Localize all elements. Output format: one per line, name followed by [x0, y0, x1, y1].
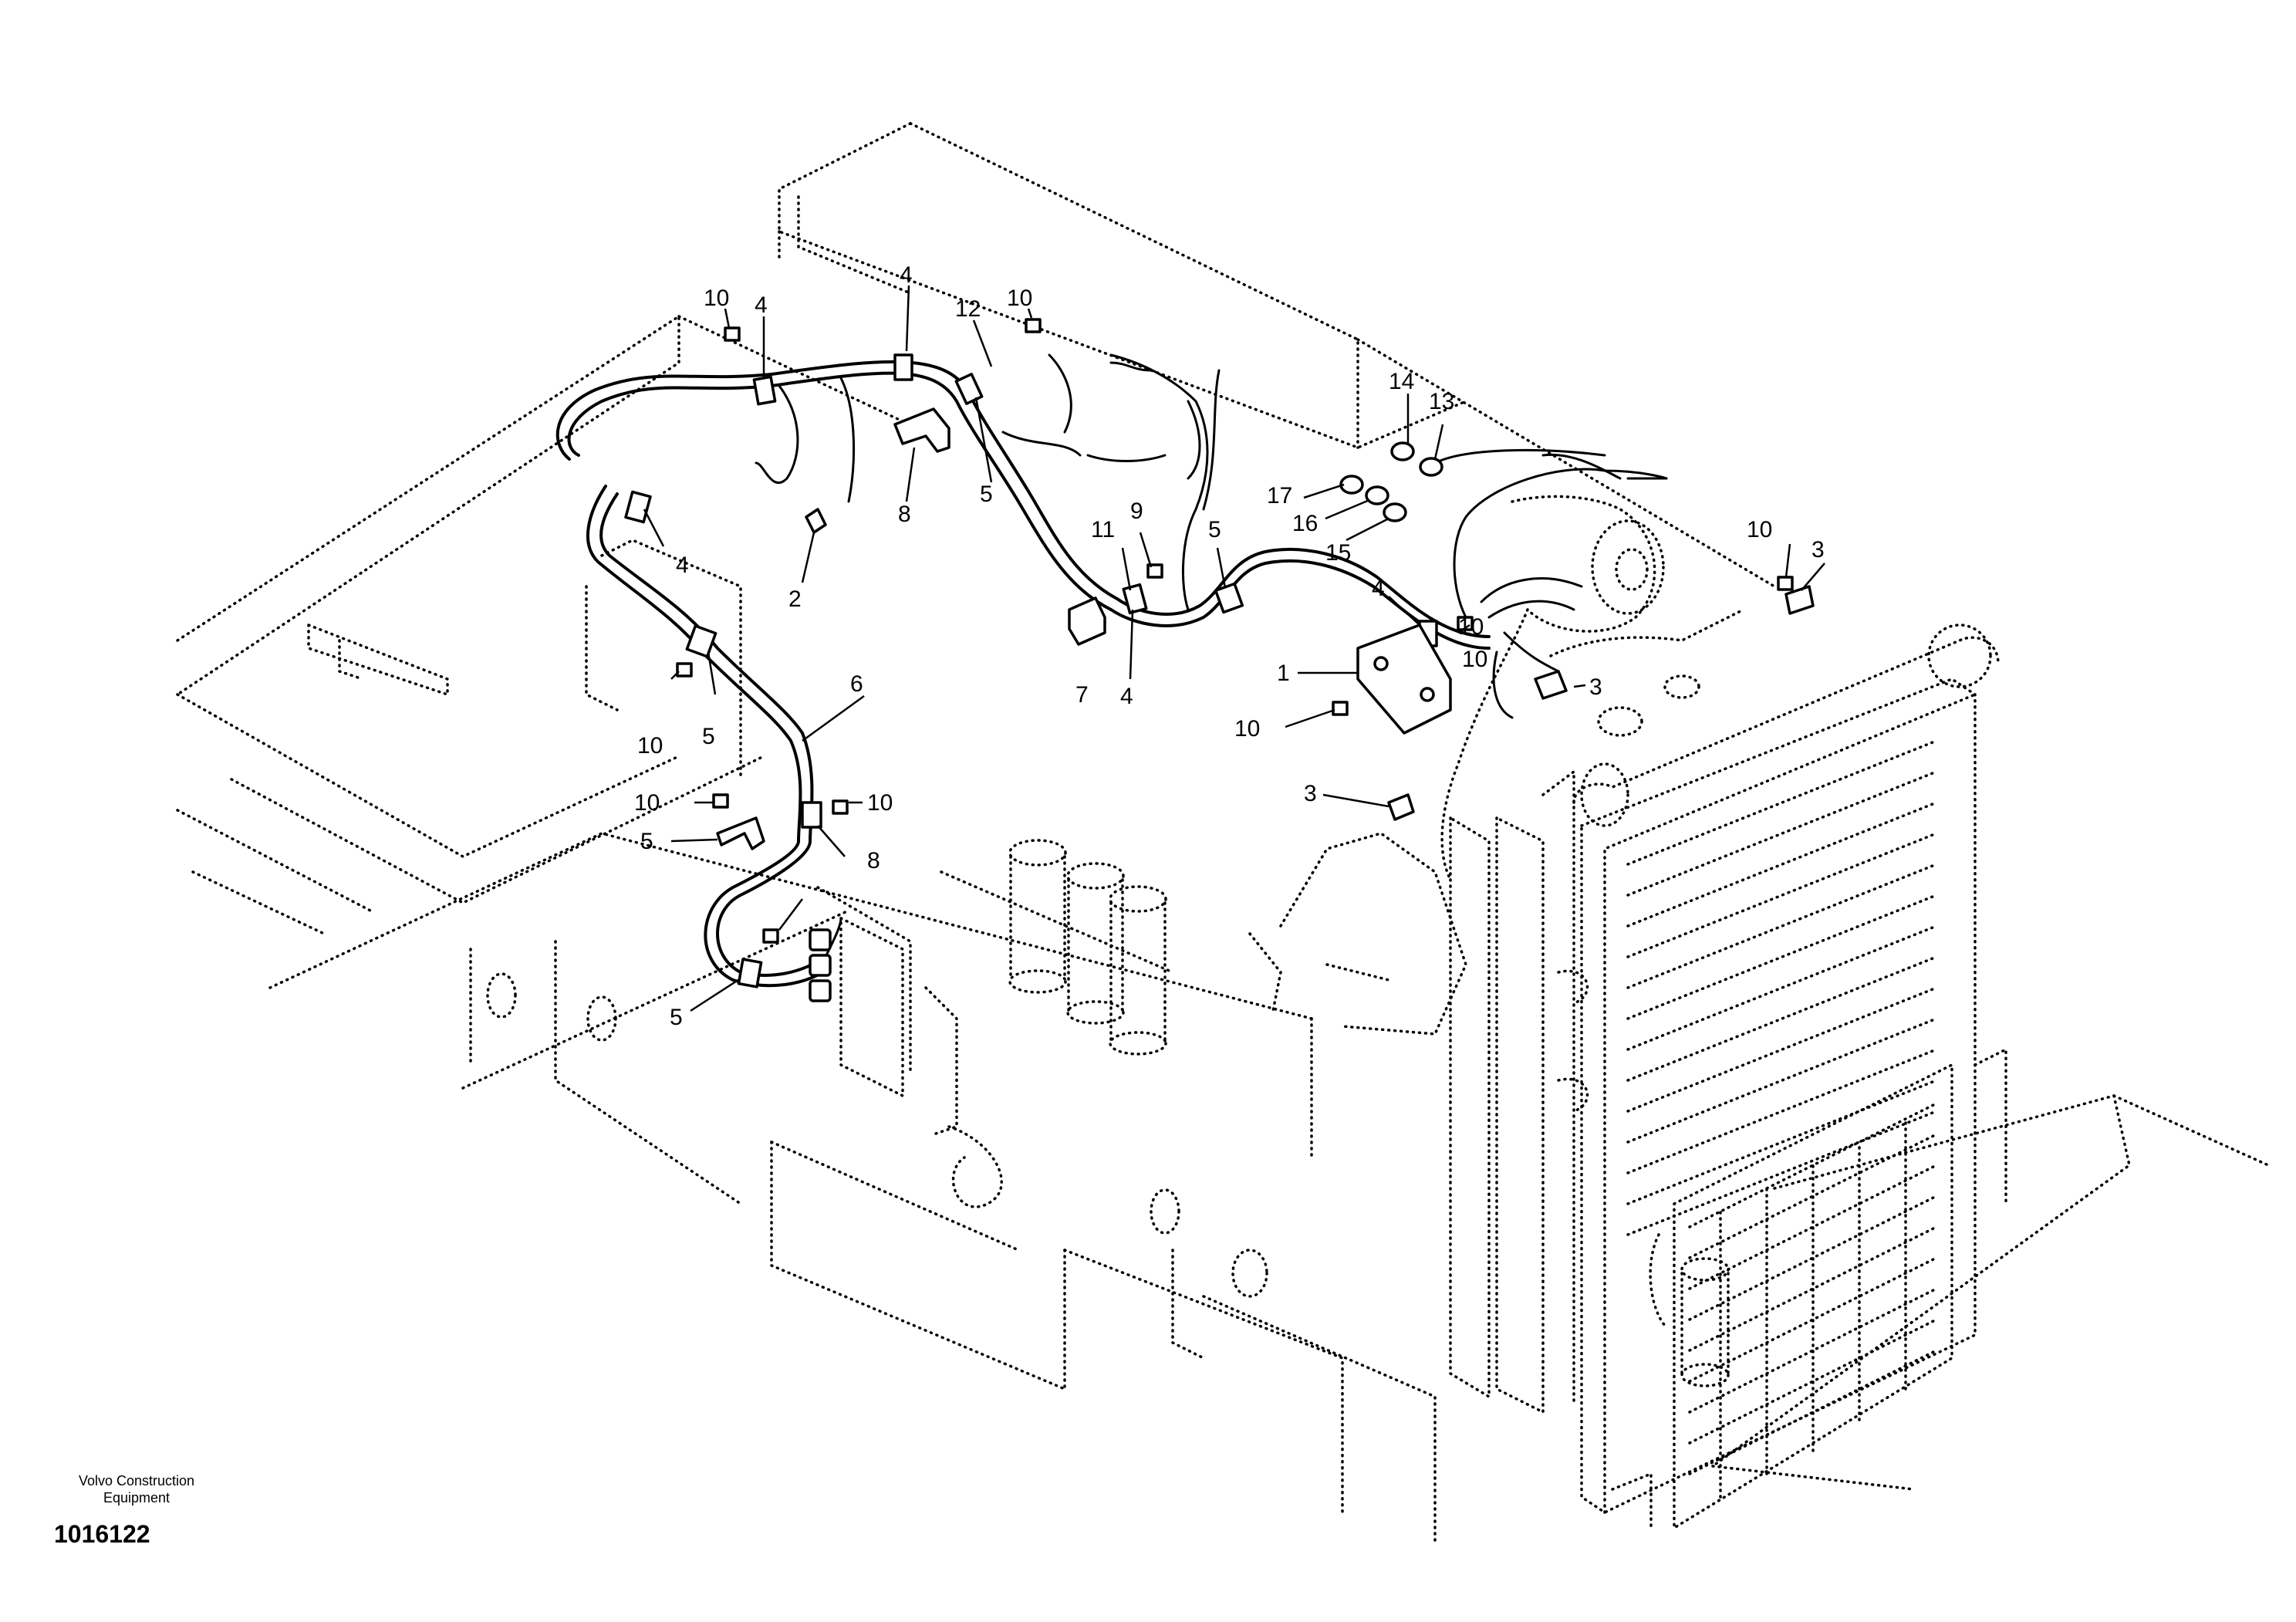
callout: 2: [788, 586, 802, 612]
leader-lines: [643, 285, 1825, 1012]
callout: 3: [1811, 537, 1825, 563]
callout: 3: [1304, 781, 1317, 806]
callout: 15: [1325, 540, 1351, 566]
machine-outline: [176, 122, 2270, 1545]
callout: 14: [1389, 369, 1414, 394]
callout: 11: [1091, 517, 1115, 542]
callout: 10: [1458, 614, 1484, 640]
hardware-parts: [624, 318, 1815, 1002]
callout: 10: [1747, 517, 1772, 542]
callout: 16: [1292, 511, 1318, 536]
footer: Volvo Construction Equipment 1016122: [48, 1472, 225, 1549]
callout: 4: [755, 292, 768, 318]
radiator-fins: [1626, 739, 1938, 1236]
callout: 8: [898, 502, 911, 527]
callout: 17: [1267, 483, 1292, 509]
callout: 10: [634, 790, 660, 816]
callout: 4: [1372, 576, 1385, 601]
brand-line-2: Equipment: [103, 1490, 171, 1505]
callout-labels: 10 4 4 12 10 14 13 17 16 15 8 5 11 9 5 2…: [634, 262, 1825, 1030]
callout: 8: [867, 848, 880, 874]
callout: 9: [1130, 498, 1143, 524]
condenser-mesh: [1688, 1102, 1938, 1499]
drawing-number: 1016122: [54, 1520, 150, 1548]
callout: 5: [980, 482, 993, 507]
callout: 10: [1462, 647, 1487, 672]
callout: 10: [1234, 716, 1260, 742]
callout: 13: [1429, 389, 1454, 414]
callout: 6: [850, 671, 863, 697]
callout: 5: [1208, 517, 1221, 542]
callout: 10: [637, 733, 663, 759]
callout: 10: [704, 286, 729, 311]
callout: 4: [900, 262, 913, 288]
radiator-assembly: [1449, 623, 2007, 1529]
callout: 10: [1007, 286, 1032, 311]
callout: 10: [867, 790, 893, 816]
callout: 5: [702, 724, 715, 749]
callout: 5: [670, 1005, 683, 1030]
callout: 5: [640, 829, 653, 854]
callout: 1: [1277, 661, 1290, 686]
bolt-10: [676, 318, 1794, 944]
callout: 7: [1075, 682, 1089, 708]
brand-line-1: Volvo Construction: [78, 1473, 195, 1489]
callout: 3: [1589, 674, 1602, 700]
callout: 4: [1120, 684, 1133, 709]
wire-harness: [555, 353, 1668, 988]
callout: 4: [676, 552, 689, 578]
callout: 12: [955, 296, 981, 322]
